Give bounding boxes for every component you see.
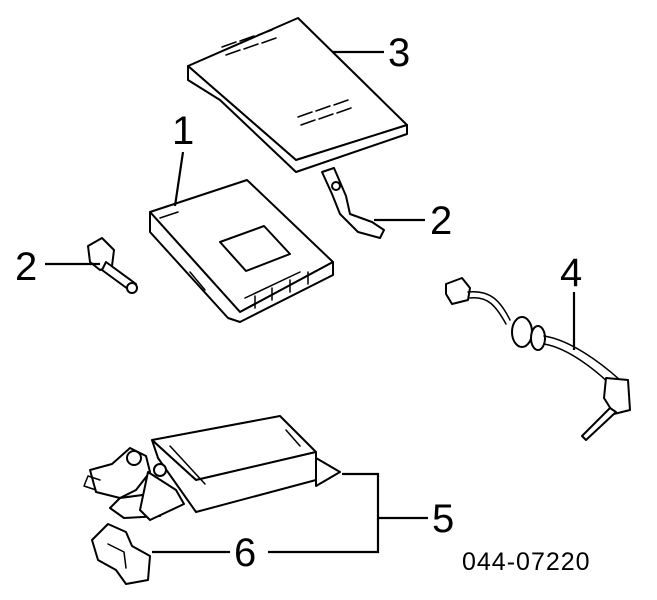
part-3-cover [187,17,408,173]
part-1-control-module [149,179,334,323]
callout-3: 3 [388,31,410,75]
part-4-sensor-cable [445,277,631,441]
part-2-right-bracket [321,167,385,239]
callout-4: 4 [560,251,582,295]
part-6-valve [91,523,151,585]
callout-6: 6 [234,531,256,575]
callout-2-right: 2 [430,199,452,243]
leader-lines [45,50,576,554]
part-5-canister [83,415,341,521]
part-2-left-sensor [87,237,138,294]
callout-5: 5 [432,497,454,541]
callout-1: 1 [172,109,194,153]
callout-2-left: 2 [15,245,37,289]
diagram-code: 044-07220 [462,548,591,576]
